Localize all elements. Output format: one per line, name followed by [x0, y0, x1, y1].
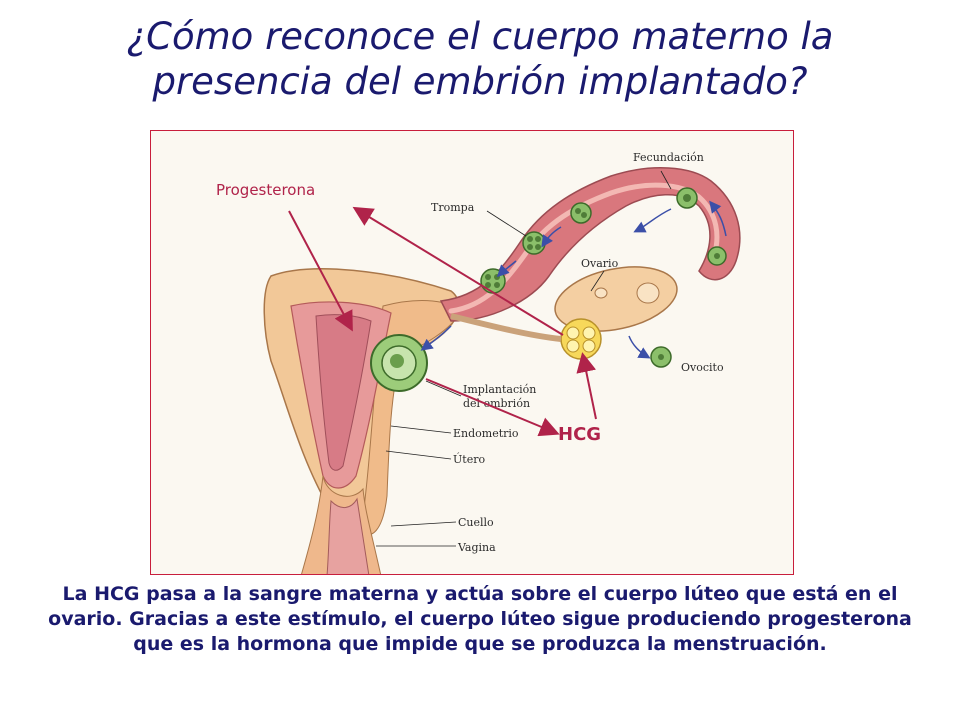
slide-title: ¿Cómo reconoce el cuerpo materno la pres…: [0, 14, 960, 104]
ovarian-ligament: [450, 313, 562, 342]
label-utero: Útero: [453, 452, 485, 466]
diagram-illustration: Fecundación Trompa Ovario Ovocito Implan…: [263, 151, 741, 574]
callout-hcg: HCG: [558, 424, 602, 445]
label-ovocito: Ovocito: [681, 361, 724, 374]
flow-arrows: [420, 200, 727, 359]
progesterona-arrow-from-corpus-luteum: [352, 206, 564, 336]
hcg-arrow-from-embryo: [425, 378, 560, 437]
hcg-arrow-to-corpus-luteum: [576, 352, 597, 420]
caption-text: La HCG pasa a la sangre materna y actúa …: [48, 583, 912, 655]
reproductive-diagram: Fecundación Trompa Ovario Ovocito Implan…: [150, 130, 794, 575]
progesterona-arrow-to-uterus: [288, 210, 353, 332]
uterine-cavity: [315, 314, 372, 471]
ovary-follicle: [636, 282, 660, 304]
title-line-2: presencia del embrión implantado?: [152, 60, 808, 103]
corpus-luteum: [560, 318, 602, 360]
label-cuello: Cuello: [458, 516, 494, 529]
callout-arrows: [288, 206, 597, 437]
fallopian-tube: [439, 167, 741, 322]
label-pointers: [376, 170, 672, 547]
implanted-embryo: [370, 334, 428, 392]
callout-progesterona: Progesterona: [216, 181, 316, 199]
vagina: [326, 497, 370, 574]
title-line-1: ¿Cómo reconoce el cuerpo materno la: [126, 15, 834, 58]
label-implantacion-1: Implantación: [463, 383, 536, 396]
label-ovario: Ovario: [581, 257, 619, 270]
ovary-follicle-small: [594, 287, 608, 299]
label-fecundacion: Fecundación: [633, 151, 704, 164]
label-vagina: Vagina: [457, 541, 496, 554]
label-endometrio: Endometrio: [453, 427, 519, 440]
zygotes: [480, 187, 727, 368]
label-trompa: Trompa: [431, 201, 475, 214]
